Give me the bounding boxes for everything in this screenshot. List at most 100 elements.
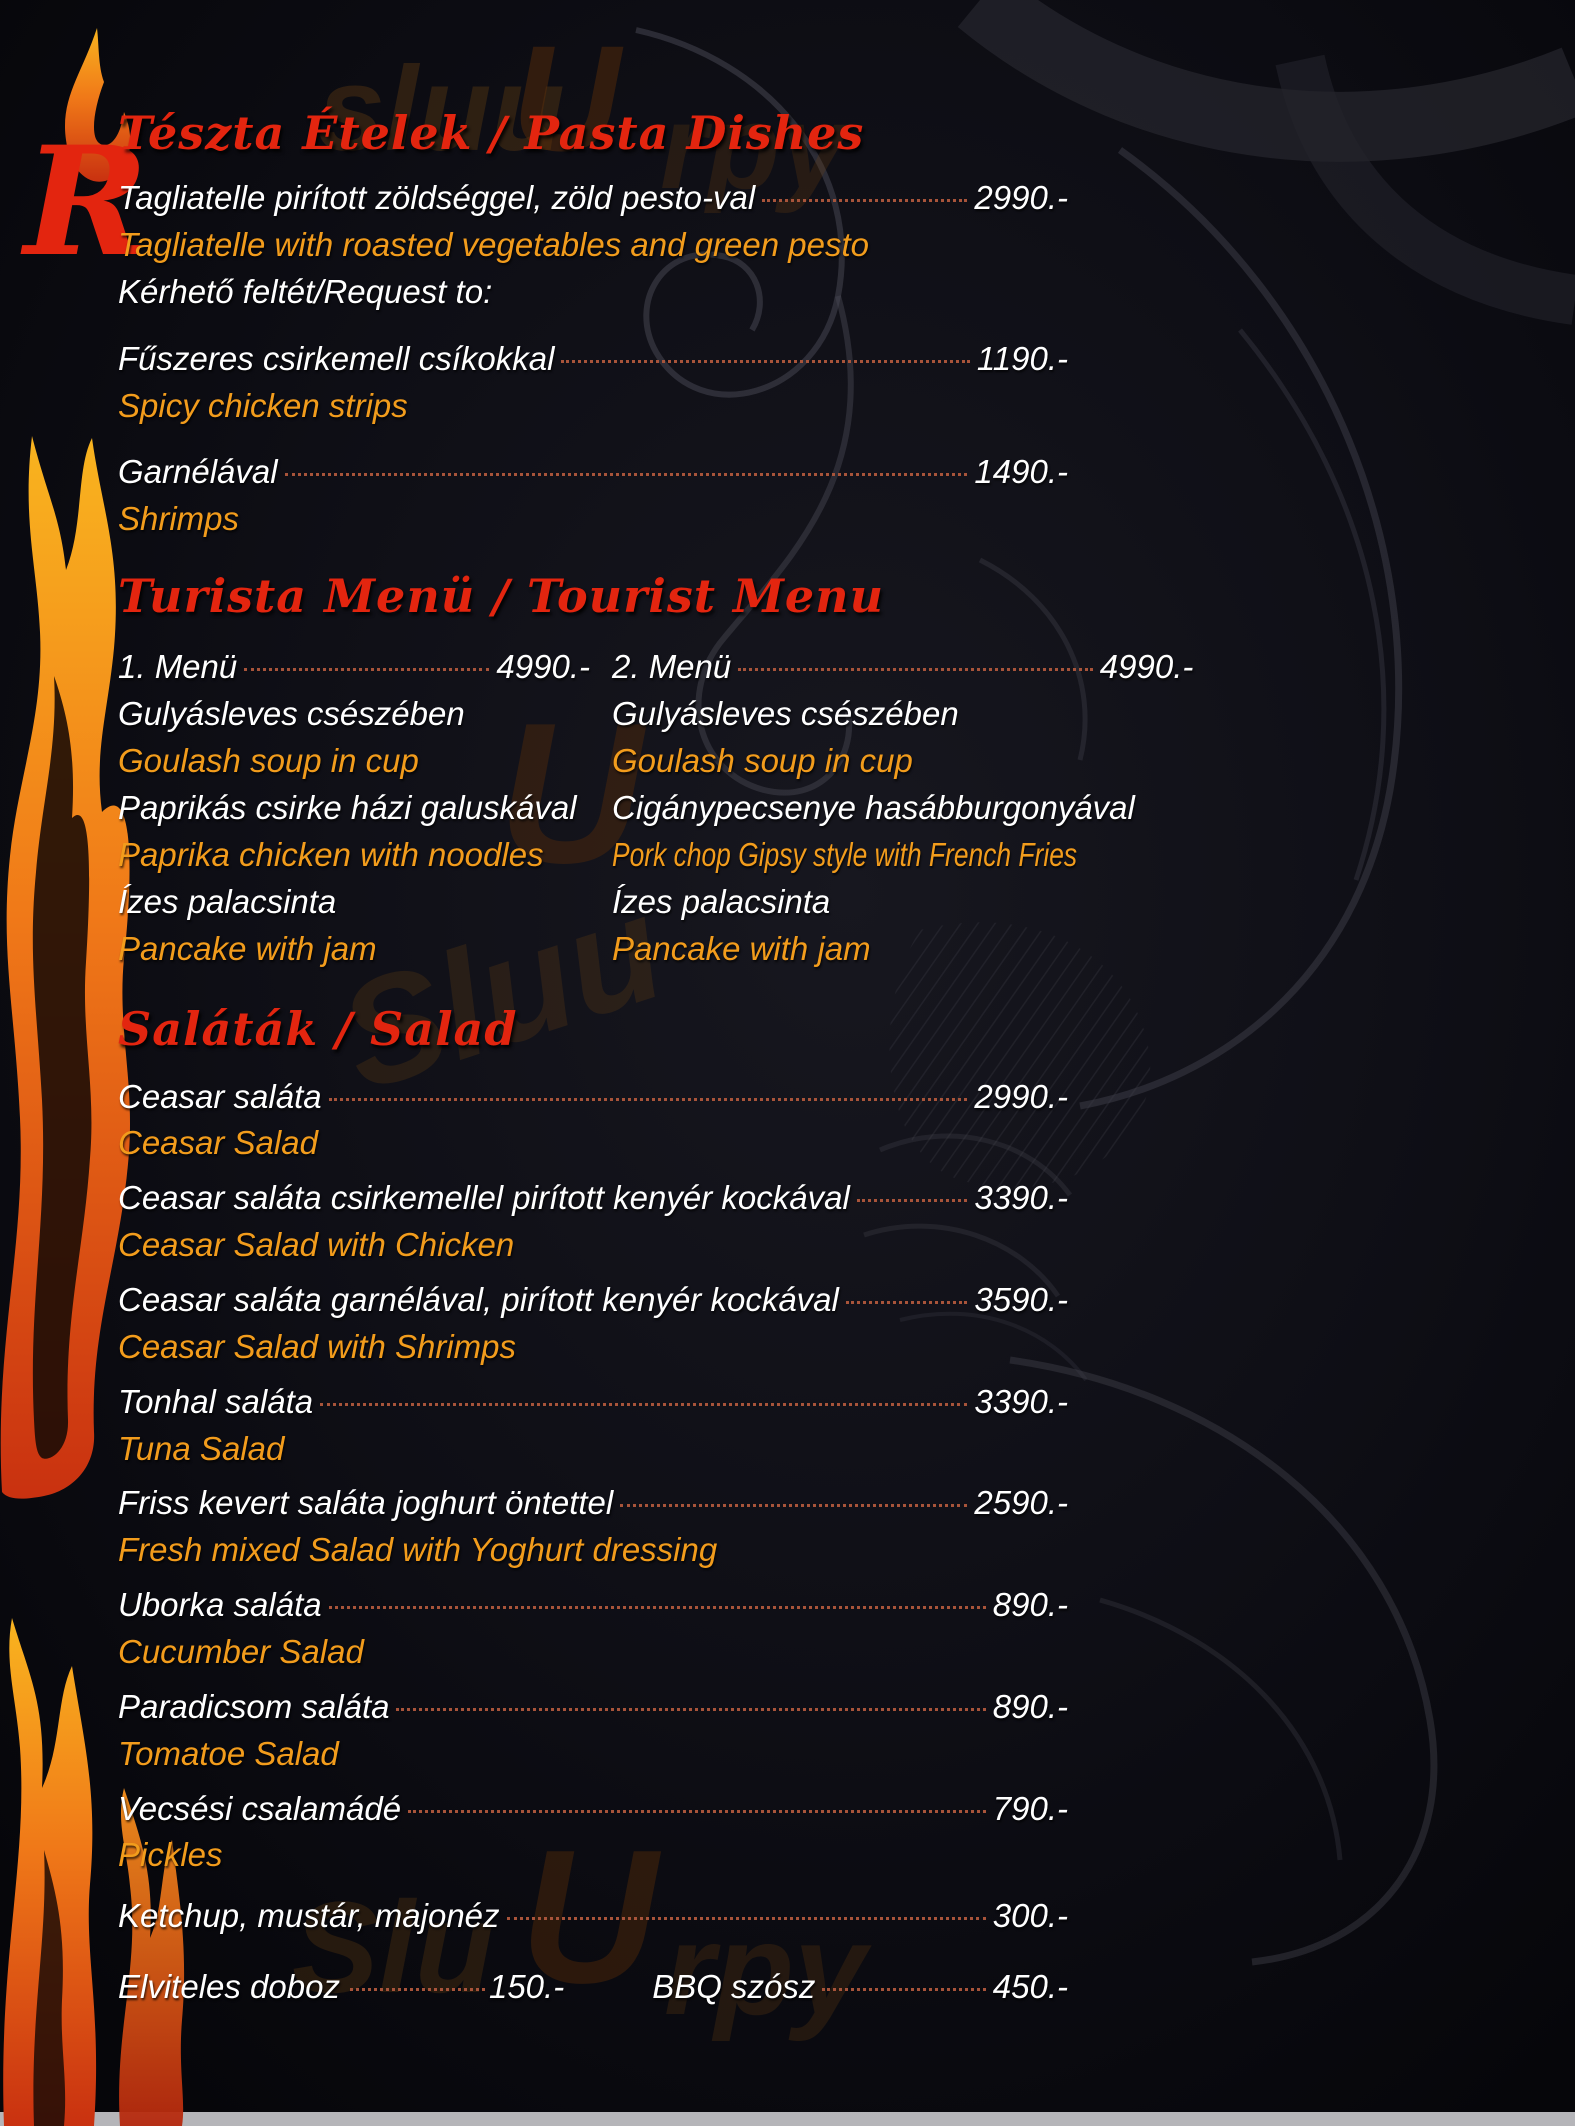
svg-text:Slu: Slu [292,1874,494,2020]
item-price: 890.- [992,1586,1068,1624]
item-name: Ketchup, mustár, majonéz [118,1897,500,1935]
item-price: 2990.- [974,179,1068,217]
course-name: Ízes palacsinta [118,882,337,920]
menu-name: 2. Menü [612,648,732,686]
item-price: 1490.- [974,453,1068,491]
item-translation: Tagliatelle with roasted vegetables and … [118,226,869,264]
takeaway-bbq-row: Elviteles doboz 150.- BBQ szósz 450.- [118,1964,1068,2011]
dot-leader [328,1097,968,1101]
menu-name: 1. Menü [118,648,238,686]
menu-title-row: 2. Menü 4990.- [612,644,1193,691]
item-translation: Ceasar Salad [118,1124,318,1162]
course-translation: Goulash soup in cup [118,742,419,780]
dot-leader [349,1988,485,1992]
item-translation: Ceasar Salad with Chicken [118,1226,515,1264]
item-price: 890.- [992,1687,1068,1725]
dot-leader [328,1606,986,1610]
item-name: Ceasar saláta csirkemellel pirított keny… [118,1179,850,1217]
dot-leader [284,473,968,477]
item-price: 2590.- [974,1484,1068,1522]
item-translation: Tuna Salad [118,1429,285,1467]
svg-text:rpy: rpy [660,80,852,214]
item-name: BBQ szósz [652,1968,816,2006]
dot-leader [561,359,970,363]
item-row: Tonhal saláta 3390.- [118,1379,1068,1426]
initial-letter: R [20,114,149,290]
dot-leader [506,1917,986,1921]
dot-leader [856,1199,968,1203]
section-title: Saláták / Salad [118,1002,518,1057]
menu-item: Friss kevert saláta joghurt öntettel 259… [118,1480,1068,1574]
menu-item: Tonhal saláta 3390.- Tuna Salad [118,1379,1068,1473]
item-name: Tagliatelle pirított zöldséggel, zöld pe… [118,179,756,217]
course-translation: Pancake with jam [612,929,871,967]
course-name: Ízes palacsinta [612,882,831,920]
item-row: Uborka saláta 890.- [118,1582,1068,1629]
dot-leader [620,1504,968,1508]
svg-text:sluu: sluu [318,42,565,176]
item-name: Ceasar saláta garnélával, pirított kenyé… [118,1281,839,1319]
tourist-menu-2: 2. Menü 4990.- Gulyásleves csészében Gou… [612,644,1193,972]
menu-item: Vecsési csalamádé 790.- Pickles [118,1786,1068,1880]
item-row: Garnélával 1490.- [118,449,1068,496]
menu-item: Tagliatelle pirított zöldséggel, zöld pe… [118,175,1068,316]
item-row: Fűszeres csirkemell csíkokkal 1190.- [118,336,1068,383]
item-name: Fűszeres csirkemell csíkokkal [118,339,555,377]
item-translation: Ceasar Salad with Shrimps [118,1327,516,1365]
item-name: Vecsési csalamádé [118,1789,402,1827]
item-name: Uborka saláta [118,1586,322,1624]
item-translation: Cucumber Salad [118,1633,364,1671]
course-name: Gulyásleves csészében [118,695,465,733]
item-translation: Fresh mixed Salad with Yoghurt dressing [118,1531,718,1569]
dot-leader [396,1707,986,1711]
item-translation: Tomatoe Salad [118,1734,339,1772]
svg-text:U: U [498,682,647,905]
item-note: Kérhető feltét/Request to: [118,272,493,310]
item-row: Ceasar saláta csirkemellel pirított keny… [118,1175,1068,1222]
course-name: Cigánypecsenye hasábburgonyával [612,788,1135,826]
page-bottom-edge [0,2112,1575,2126]
dragon-swirl-art [635,0,1575,1966]
course-translation: Pancake with jam [118,929,377,967]
item-name: Tonhal saláta [118,1382,314,1420]
item-translation: Spicy chicken strips [118,386,408,424]
svg-text:U: U [512,14,624,182]
menu-price: 4990.- [1099,648,1194,686]
course-name: Gulyásleves csészében [612,695,959,733]
watermark: sluu U rpy U Sluu Slu U rpy [292,14,872,2042]
menu-item: Fűszeres csirkemell csíkokkal 1190.- Spi… [118,336,1068,430]
item-row: Ceasar saláta garnélával, pirított kenyé… [118,1277,1068,1324]
item-price: 1190.- [976,339,1068,377]
item-name: Elviteles doboz [118,1968,340,2006]
item-price: 450.- [992,1968,1068,2006]
flame-icon-top [64,28,131,182]
dot-leader [738,668,1093,672]
course-translation: Paprika chicken with noodles [118,835,544,873]
item-row: Paradicsom saláta 890.- [118,1684,1068,1731]
menu-price: 4990.- [496,648,590,686]
item-row: Friss kevert saláta joghurt öntettel 259… [118,1480,1068,1527]
dot-leader [762,199,968,203]
menu-item: Garnélával 1490.- Shrimps [118,449,1068,543]
tourist-menu-1: 1. Menü 4990.- Gulyásleves csészében Gou… [118,644,590,972]
item-price: 3390.- [974,1179,1068,1217]
dot-leader [845,1301,968,1305]
condiments-row: Ketchup, mustár, majonéz 300.- [118,1893,1068,1940]
item-translation: Shrimps [118,500,240,538]
section-pasta-dishes: Tészta Ételek / Pasta Dishes Tagliatelle… [118,106,1068,543]
item-price: 790.- [992,1789,1068,1827]
flame-art-left [0,436,131,1499]
dot-leader [320,1402,968,1406]
menu-title-row: 1. Menü 4990.- [118,644,590,691]
item-row: Vecsési csalamádé 790.- [118,1786,1068,1833]
item-name: Paradicsom saláta [118,1687,390,1725]
section-tourist-menu: Turista Menü / Tourist Menu 1. Menü 4990… [118,569,1193,972]
menu-item: Uborka saláta 890.- Cucumber Salad [118,1582,1068,1676]
course-translation: Pork chop Gipsy style with French Fries [612,835,1078,873]
dot-leader [408,1809,986,1813]
item-price: 150.- [488,1968,565,2006]
item-row: Tagliatelle pirított zöldséggel, zöld pe… [118,175,1068,222]
course-name: Paprikás csirke házi galuskával [118,788,577,826]
